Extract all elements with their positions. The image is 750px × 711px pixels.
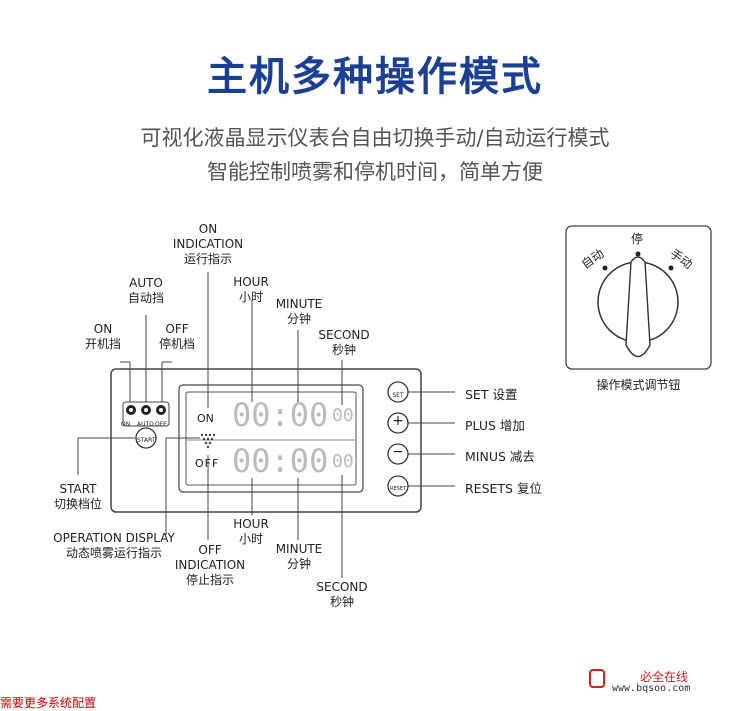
- plus-label: PLUS 增加: [465, 418, 525, 433]
- subtitle-line-2: 智能控制喷雾和停机时间，简单方便: [207, 160, 543, 184]
- set-label: SET 设置: [465, 387, 518, 402]
- plus-button[interactable]: +: [392, 413, 404, 429]
- display-on-text: ON: [197, 412, 214, 425]
- knob-caption: 操作模式调节钮: [596, 378, 681, 392]
- subtitle-line-1: 可视化液晶显示仪表台自由切换手动/自动运行模式: [140, 126, 610, 150]
- start-button[interactable]: START: [137, 437, 156, 444]
- panel-switch-off: OFF: [155, 421, 167, 428]
- display-seconds-off: 00: [332, 451, 354, 472]
- knob-stop-label: 停: [631, 232, 644, 246]
- display-time-off: 00:00: [232, 442, 329, 480]
- watermark-text: 必全在线: [640, 670, 689, 684]
- set-button[interactable]: SET: [392, 392, 404, 399]
- page-title: 主机多种操作模式: [207, 54, 543, 100]
- start-button-circle: [135, 427, 157, 449]
- spray-indicator-icon: [200, 433, 216, 449]
- reset-button[interactable]: RESET: [389, 486, 407, 492]
- watermark-url: www.bqsoo.com: [612, 683, 691, 694]
- display-time-on: 00:00: [232, 396, 329, 434]
- minus-button[interactable]: −: [392, 444, 404, 460]
- knob-handle: [625, 256, 651, 358]
- panel-switch-on: ON: [121, 421, 131, 428]
- minus-label: MINUS 减去: [465, 449, 535, 464]
- watermark-logo-icon: [589, 669, 605, 688]
- display-seconds-on: 00: [332, 405, 354, 426]
- resets-label: RESETS 复位: [465, 481, 542, 496]
- display-off-text: OFF: [195, 457, 220, 470]
- panel-switch-auto: AUTO: [137, 421, 154, 428]
